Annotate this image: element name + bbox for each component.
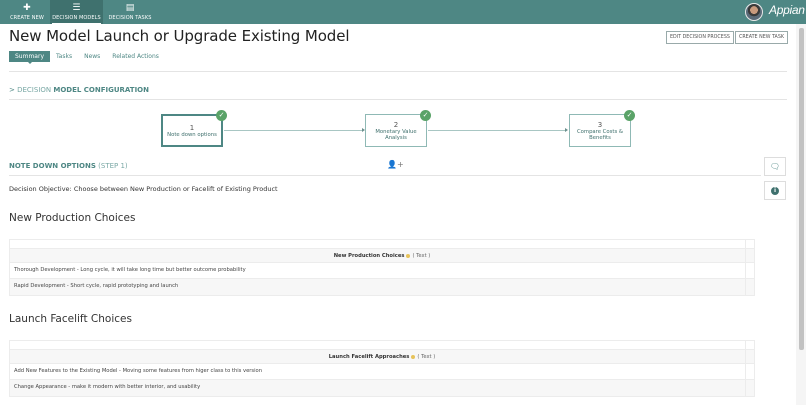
step-connector xyxy=(224,130,362,131)
comments-button[interactable]: 🗨 xyxy=(764,157,786,176)
decision-model-configuration-toggle[interactable]: > DECISION MODEL CONFIGURATION xyxy=(9,86,149,94)
arrow-icon xyxy=(565,128,568,132)
check-icon: ✓ xyxy=(420,110,431,121)
section-heading: Launch Facelift Choices xyxy=(9,313,132,325)
tooltip-icon[interactable] xyxy=(406,253,411,258)
assign-user-icon[interactable]: 👤+ xyxy=(387,160,404,169)
grid-toolbar xyxy=(10,240,754,249)
tab-summary[interactable]: Summary xyxy=(9,51,50,64)
launch-facelift-choices-grid: Launch Facelift Approaches( Text ) Add N… xyxy=(9,340,755,397)
nav-decision-models[interactable]: ☰ DECISION MODELS xyxy=(50,0,103,24)
decision-objective: Decision Objective: Choose between New P… xyxy=(9,185,278,193)
list-icon: ☰ xyxy=(72,2,81,13)
comment-bubble-icon: 🗨 xyxy=(769,162,781,171)
divider xyxy=(9,99,787,100)
step-connector xyxy=(428,130,565,131)
step-2-monetary-value-analysis[interactable]: 2 Monetary Value Analysis xyxy=(365,114,427,147)
step-3-compare-costs-benefits[interactable]: 3 Compare Costs & Benefits xyxy=(569,114,631,147)
check-icon: ✓ xyxy=(624,110,635,121)
divider xyxy=(9,175,761,176)
divider xyxy=(9,71,787,72)
plus-icon: ✚ xyxy=(23,2,31,13)
user-avatar[interactable] xyxy=(745,3,763,21)
scrollbar-thumb[interactable] xyxy=(799,28,804,350)
info-icon: i xyxy=(771,186,779,195)
new-production-choices-grid: New Production Choices( Text ) Thorough … xyxy=(9,239,755,296)
page-title: New Model Launch or Upgrade Existing Mod… xyxy=(9,27,350,45)
table-row[interactable]: Rapid Development - Short cycle, rapid p… xyxy=(10,279,754,295)
nav-create-new[interactable]: ✚ CREATE NEW xyxy=(10,2,44,21)
grid-header: New Production Choices( Text ) xyxy=(10,249,754,263)
arrow-icon xyxy=(362,128,365,132)
check-icon: ✓ xyxy=(216,110,227,121)
info-button[interactable]: i xyxy=(764,181,786,200)
tab-news[interactable]: News xyxy=(84,53,101,60)
create-new-task-button[interactable]: CREATE NEW TASK xyxy=(735,31,789,44)
table-row[interactable]: Add New Features to the Existing Model -… xyxy=(10,364,754,380)
top-navigation-bar: ✚ CREATE NEW ☰ DECISION MODELS ▤ DECISIO… xyxy=(0,0,806,24)
grid-header: Launch Facelift Approaches( Text ) xyxy=(10,350,754,364)
table-row[interactable]: Thorough Development - Long cycle, it wi… xyxy=(10,263,754,279)
nav-decision-tasks[interactable]: ▤ DECISION TASKS xyxy=(108,2,152,21)
grid-toolbar xyxy=(10,341,754,350)
chevron-right-icon: > xyxy=(9,86,15,94)
step-section-title: NOTE DOWN OPTIONS (STEP 1) xyxy=(9,162,128,170)
tooltip-icon[interactable] xyxy=(411,354,416,359)
tab-related-actions[interactable]: Related Actions xyxy=(112,53,159,60)
step-1-note-down-options[interactable]: 1 Note down options xyxy=(161,114,223,147)
tab-tasks[interactable]: Tasks xyxy=(56,53,73,60)
tasks-icon: ▤ xyxy=(125,2,135,13)
tab-bar: Summary Tasks News Related Actions xyxy=(9,51,165,64)
brand-logo: Appian xyxy=(769,3,805,17)
edit-decision-process-button[interactable]: EDIT DECISION PROCESS xyxy=(666,31,734,44)
section-heading: New Production Choices xyxy=(9,212,136,224)
table-row[interactable]: Change Appearance - make it modern with … xyxy=(10,380,754,396)
